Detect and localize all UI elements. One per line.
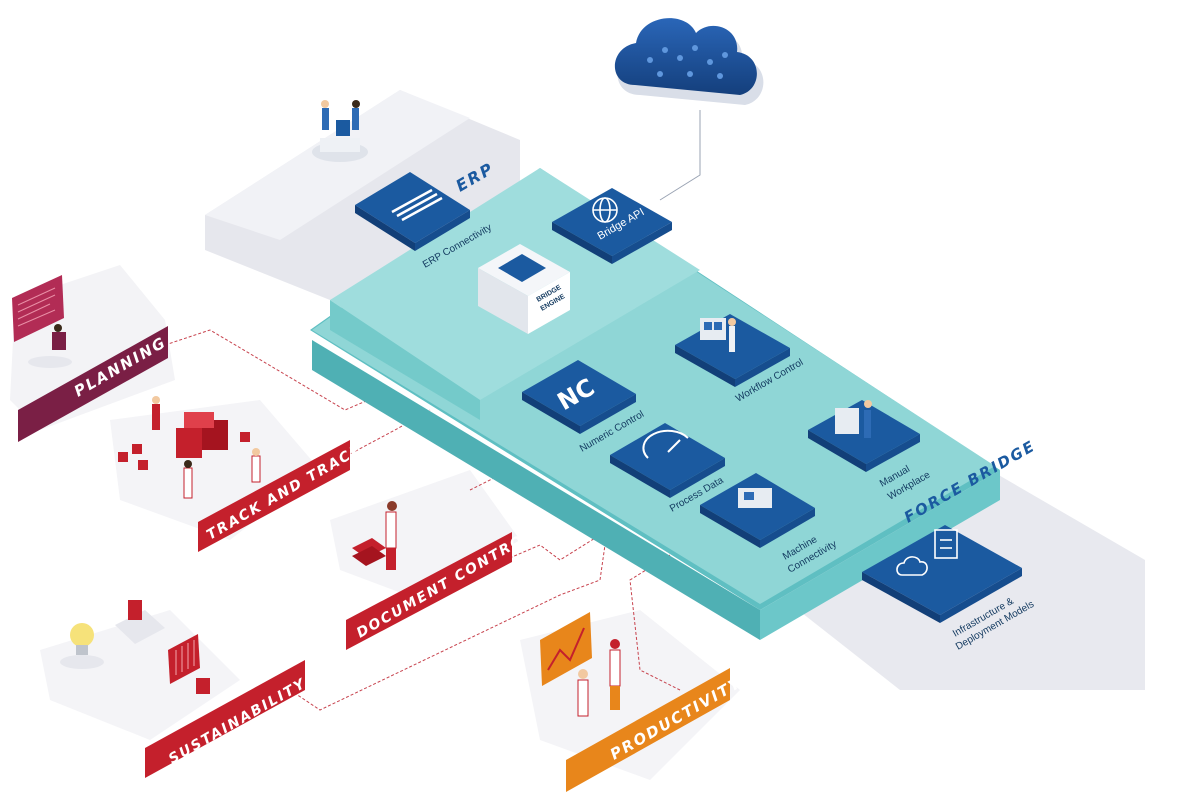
- cloud-connector: [659, 110, 701, 201]
- workflow-panel: [700, 318, 726, 340]
- globe-icon: [592, 197, 618, 223]
- cloud-outline-icon: [896, 556, 928, 576]
- planning-figure: [12, 275, 72, 368]
- tile-erp-connectivity[interactable]: [355, 172, 470, 251]
- banner-planning[interactable]: [18, 326, 168, 442]
- chart-icon: [547, 627, 585, 671]
- tile-workflow-control[interactable]: [675, 314, 790, 387]
- tile-numeric-control[interactable]: [522, 360, 636, 434]
- tile-process-data[interactable]: [610, 423, 725, 498]
- track-and-trace-figure: [118, 396, 261, 499]
- machine-icon: [738, 488, 772, 508]
- tile-infrastructure[interactable]: [862, 525, 1022, 623]
- gauge-icon: [642, 429, 689, 459]
- bridge-engine-box: [478, 244, 570, 334]
- cloud-icon: [614, 18, 764, 105]
- sustainability-figure: [60, 600, 210, 694]
- erp-workstation: [312, 100, 368, 162]
- productivity-figure: [540, 612, 621, 717]
- tile-machine-connectivity[interactable]: [700, 473, 815, 548]
- banner-track-and-trace[interactable]: [198, 440, 350, 552]
- server-icon: [934, 529, 958, 559]
- banner-sustainability[interactable]: [145, 660, 305, 778]
- lightbulb-icon: [60, 623, 104, 669]
- erp-floor-top: [205, 90, 470, 240]
- banner-document-control[interactable]: [346, 532, 512, 650]
- document-control-figure: [352, 501, 397, 570]
- tile-bridge-api[interactable]: [552, 188, 672, 264]
- erp-list-icon: [391, 188, 443, 222]
- tile-manual-workplace[interactable]: [808, 400, 920, 472]
- banner-productivity[interactable]: [566, 668, 730, 792]
